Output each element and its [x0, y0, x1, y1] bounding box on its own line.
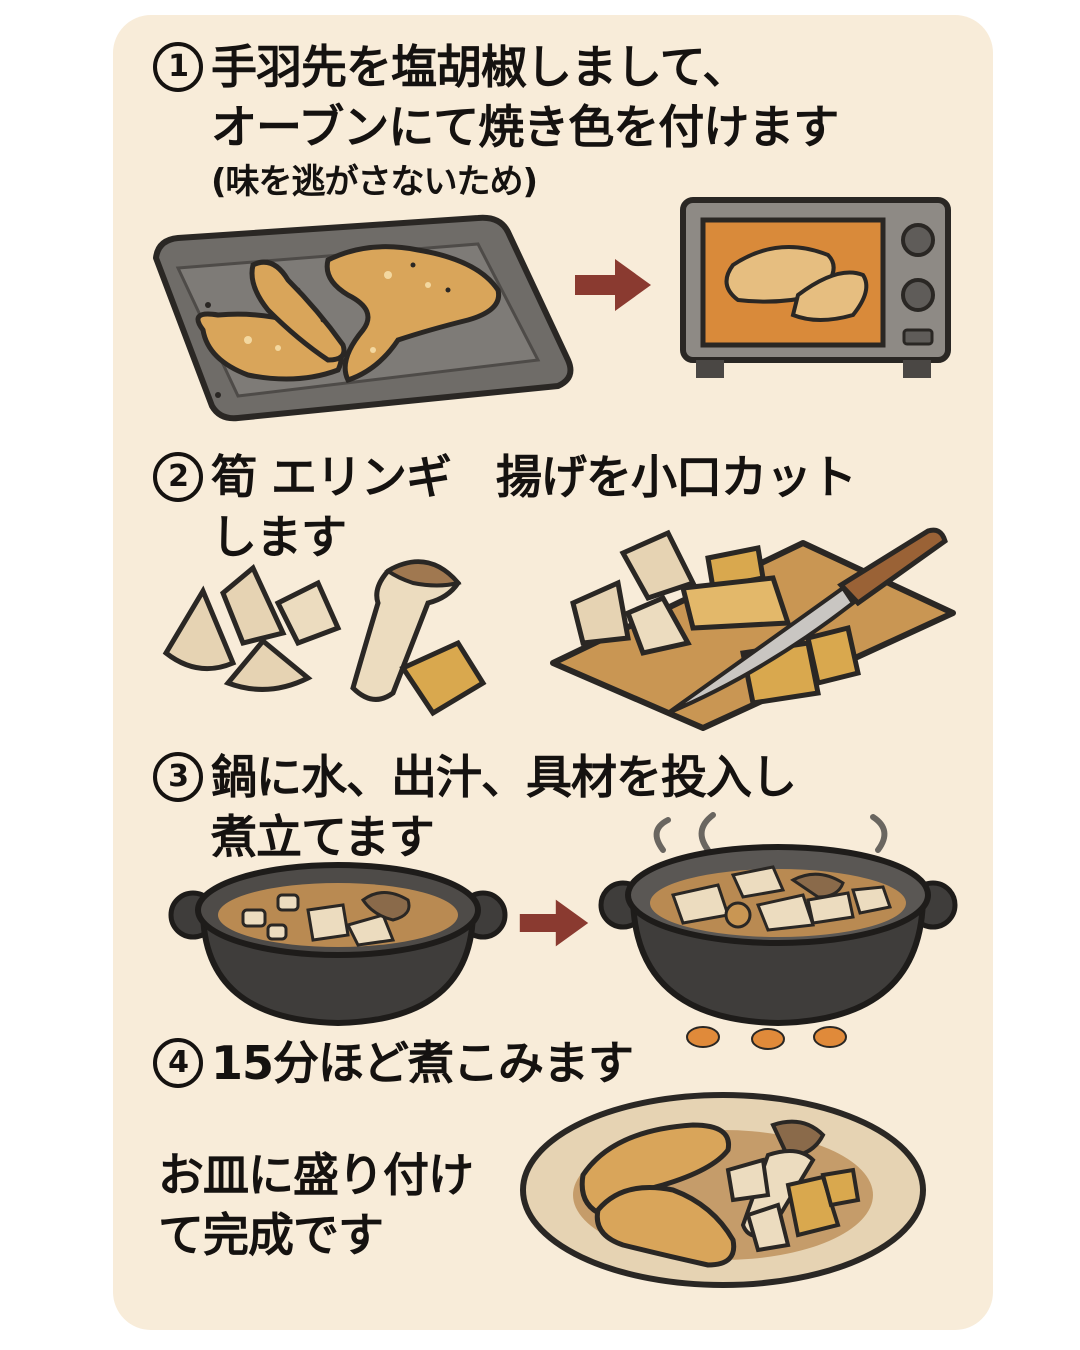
final-line-2: て完成です: [158, 1208, 384, 1262]
step-number-badge: 2: [153, 451, 203, 502]
baking-tray-illustration: [148, 210, 578, 430]
oven-illustration: [678, 195, 958, 395]
step-1-text: 手羽先を塩胡椒しまして、: [211, 40, 748, 94]
arrow-icon: [573, 255, 653, 315]
arrow-icon: [518, 895, 590, 951]
cutting-board-illustration: [543, 513, 963, 743]
step-number-badge: 1: [153, 41, 203, 92]
boiling-pot-illustration: [598, 805, 958, 1050]
ingredients-illustration: [158, 543, 498, 733]
step-3-text: 鍋に水、出汁、具材を投入し: [211, 750, 797, 804]
step-2-line-2: します: [211, 510, 347, 564]
step-3-line-2: 煮立てます: [211, 810, 435, 864]
step-1-line-2: オーブンにて焼き色を付けます: [211, 100, 839, 154]
step-2-text: 筍 エリンギ 揚げを小口カット: [211, 450, 857, 504]
pot-illustration: [168, 855, 508, 1030]
step-4-text: 15分ほど煮こみます: [211, 1036, 634, 1090]
step-number-badge: 3: [153, 751, 203, 802]
step-1-note: (味を逃がさないため): [211, 162, 538, 202]
final-line-1: お皿に盛り付け: [158, 1148, 474, 1202]
step-number-badge: 4: [153, 1037, 203, 1088]
plated-dish-illustration: [513, 1085, 933, 1295]
